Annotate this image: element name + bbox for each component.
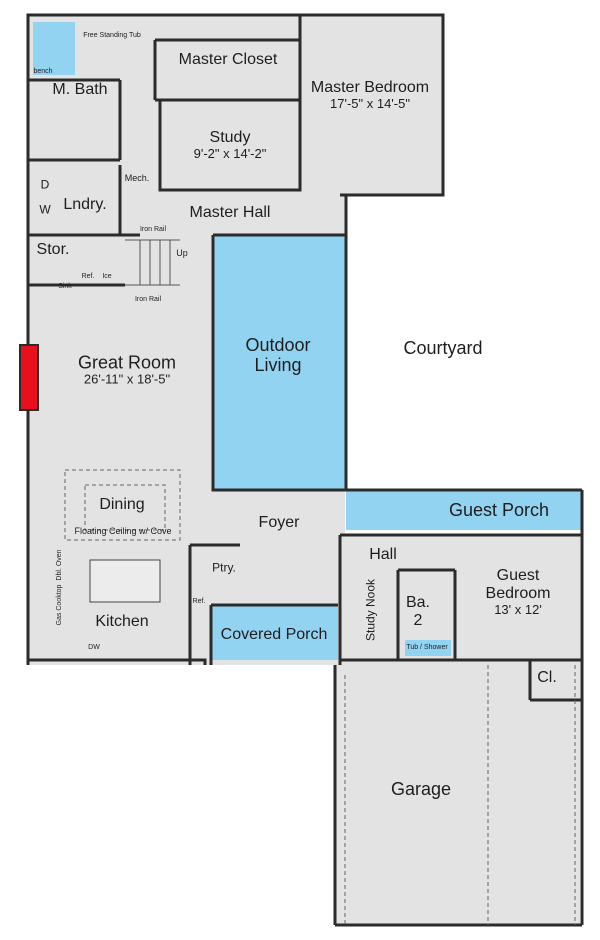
guest-bedroom-dims: 13' x 12' bbox=[494, 601, 542, 617]
guest-porch-label: Guest Porch bbox=[448, 499, 550, 520]
fireplace bbox=[19, 344, 39, 411]
covered-porch-label: Covered Porch bbox=[220, 626, 328, 644]
hall-label: Hall bbox=[369, 546, 397, 564]
floating-ceiling-label: Floating Ceiling w/ Cove bbox=[74, 525, 172, 536]
outdoor-living-area bbox=[213, 235, 346, 490]
ice-label: Ice bbox=[102, 273, 112, 281]
guest-bedroom-label: Guest Bedroom 13' x 12' bbox=[478, 567, 558, 617]
kitchen-label: Kitchen bbox=[95, 613, 149, 631]
great-room-label: Great Room 26'-11" x 18'-5" bbox=[78, 353, 176, 388]
pantry-label: Ptry. bbox=[212, 560, 236, 575]
guest-bedroom-name: Guest Bedroom bbox=[485, 566, 551, 602]
washer-label: W bbox=[39, 202, 51, 217]
tub-shower-label: Tub / Shower bbox=[406, 644, 448, 652]
dryer-label: D bbox=[40, 177, 50, 192]
ref-laundry-label: Ref. bbox=[81, 273, 95, 281]
m-bath-label: M. Bath bbox=[52, 81, 108, 99]
iron-rail-top-label: Iron Rail bbox=[139, 226, 167, 234]
gas-cooktop-label: Gas Cooktop bbox=[56, 584, 64, 626]
stair-up-label: Up bbox=[176, 247, 188, 258]
iron-rail-bottom-label: Iron Rail bbox=[134, 296, 162, 304]
free-standing-tub-area bbox=[33, 22, 75, 75]
storage-label: Stor. bbox=[36, 241, 70, 259]
free-standing-tub-label: Free Standing Tub bbox=[83, 32, 141, 40]
courtyard-label: Courtyard bbox=[403, 337, 483, 358]
master-bedroom-name: Master Bedroom bbox=[310, 78, 430, 96]
master-hall-label: Master Hall bbox=[189, 204, 271, 222]
foyer-label: Foyer bbox=[258, 514, 300, 532]
great-room-dims: 26'-11" x 18'-5" bbox=[83, 371, 171, 387]
bench-label: bench bbox=[33, 68, 53, 76]
dining-label: Dining bbox=[99, 496, 145, 514]
tub-area bbox=[405, 640, 451, 656]
walls bbox=[26, 13, 584, 927]
kitchen-island bbox=[89, 559, 161, 603]
dashed-lines bbox=[64, 469, 576, 925]
covered-porch-area bbox=[211, 605, 338, 660]
ref-kitchen-label: Ref. bbox=[192, 598, 206, 606]
master-closet-label: Master Closet bbox=[178, 51, 278, 69]
laundry-label: Lndry. bbox=[63, 196, 107, 214]
study-nook-label: Study Nook bbox=[363, 578, 378, 642]
guest-porch-area bbox=[346, 490, 581, 530]
study-name: Study bbox=[209, 128, 251, 146]
closet-label: Cl. bbox=[537, 669, 557, 687]
sink-label: Sink bbox=[58, 283, 72, 291]
dbl-oven-label: Dbl. Oven bbox=[56, 549, 64, 581]
mech-label: Mech. bbox=[124, 172, 150, 183]
master-bedroom-dims: 17'-5" x 14'-5" bbox=[330, 95, 410, 111]
garage-label: Garage bbox=[390, 778, 452, 799]
dw-label: DW bbox=[88, 644, 100, 652]
study-label: Study 9'-2" x 14'-2" bbox=[194, 129, 267, 161]
outdoor-areas bbox=[211, 235, 581, 660]
great-room-name: Great Room bbox=[77, 352, 177, 373]
stair bbox=[125, 239, 180, 286]
study-dims: 9'-2" x 14'-2" bbox=[193, 145, 267, 161]
outdoor-living-label: Outdoor Living bbox=[245, 334, 311, 375]
bath-2-label: Ba. 2 bbox=[405, 594, 430, 629]
master-bedroom-label: Master Bedroom 17'-5" x 14'-5" bbox=[311, 79, 429, 111]
